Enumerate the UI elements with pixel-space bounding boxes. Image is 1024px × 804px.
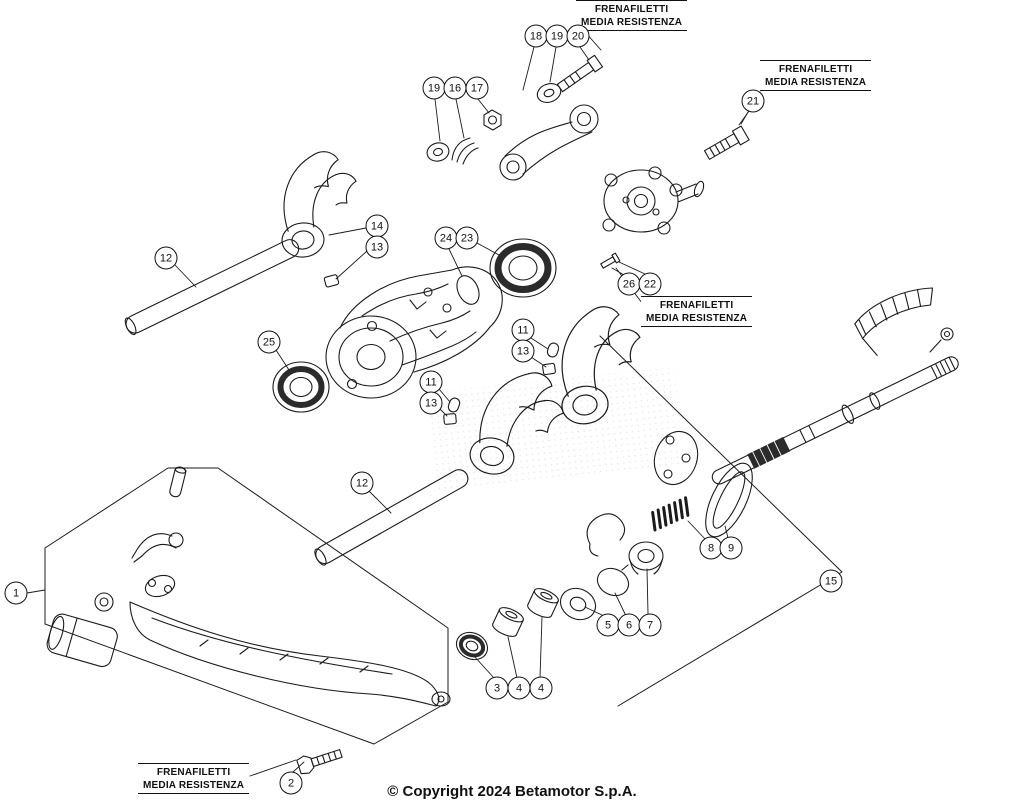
callout-23: 23 xyxy=(455,226,479,250)
callout-4: 4 xyxy=(507,676,531,700)
fork-pad-13-upper xyxy=(323,274,340,288)
thread-lock-label-line1: FRENAFILETTI xyxy=(594,4,669,15)
bolt-20 xyxy=(556,54,604,93)
callout-9: 9 xyxy=(719,536,743,560)
bolt-2 xyxy=(296,749,343,775)
callout-3: 3 xyxy=(485,676,509,700)
callout-12: 12 xyxy=(350,471,374,495)
callout-19: 19 xyxy=(545,24,569,48)
return-spring-8 xyxy=(651,496,690,532)
callout-11: 11 xyxy=(419,370,443,394)
callout-21: 21 xyxy=(741,89,765,113)
shift-fork-shaft-left xyxy=(124,239,300,336)
shift-fork-upper xyxy=(274,148,363,260)
thread-lock-label-line2: MEDIA RESISTENZA xyxy=(143,780,245,791)
bushing-4b xyxy=(527,588,559,618)
fork-pin-11-center xyxy=(447,397,461,413)
fork-pin-11-right xyxy=(546,342,560,358)
thread-lock-label-line1: FRENAFILETTI xyxy=(156,767,231,778)
gear-pedal xyxy=(46,466,451,707)
callout-25: 25 xyxy=(257,330,281,354)
pawl-loop-arm xyxy=(705,462,753,538)
callout-26: 26 xyxy=(617,272,641,296)
callout-4: 4 xyxy=(529,676,553,700)
thread-lock-label-line2: MEDIA RESISTENZA xyxy=(646,313,748,324)
seal-24 xyxy=(456,275,480,305)
callout-18: 18 xyxy=(524,24,548,48)
callout-5: 5 xyxy=(596,613,620,637)
callout-13: 13 xyxy=(511,339,535,363)
callout-11: 11 xyxy=(511,318,535,342)
flat-washer-5 xyxy=(559,587,597,621)
washer-19-top xyxy=(536,83,562,103)
callout-13: 13 xyxy=(419,391,443,415)
shaft-guide-arm xyxy=(929,327,954,353)
cam-segment-plate xyxy=(602,166,705,235)
thread-lock-label-top-center: FRENAFILETTI MEDIA RESISTENZA xyxy=(576,0,688,31)
callout-20: 20 xyxy=(566,24,590,48)
thread-lock-label-mid-right: FRENAFILETTI MEDIA RESISTENZA xyxy=(641,296,753,327)
callout-24: 24 xyxy=(434,226,458,250)
ratchet-group-boundary xyxy=(599,335,843,707)
nut-17 xyxy=(483,109,502,131)
bearing-23 xyxy=(489,238,557,298)
callout-15: 15 xyxy=(819,569,843,593)
background-stipple xyxy=(425,367,685,493)
thread-lock-label-line1: FRENAFILETTI xyxy=(778,64,853,75)
selector-comb xyxy=(854,287,934,356)
thread-lock-label-line2: MEDIA RESISTENZA xyxy=(581,17,683,28)
callout-8: 8 xyxy=(699,536,723,560)
copyright-text: © Copyright 2024 Betamotor S.p.A. xyxy=(387,783,637,800)
callout-7: 7 xyxy=(638,613,662,637)
screw-22 xyxy=(600,252,621,269)
ratchet-plate xyxy=(653,430,699,486)
clip-hook-wire xyxy=(586,513,626,557)
bushing-4a xyxy=(492,607,524,637)
callout-22: 22 xyxy=(638,272,662,296)
callout-14: 14 xyxy=(365,214,389,238)
thread-lock-label-bottom-left: FRENAFILETTI MEDIA RESISTENZA xyxy=(138,763,250,794)
washer-19-left xyxy=(426,142,450,162)
bearing-25 xyxy=(272,361,330,413)
callout-1: 1 xyxy=(4,581,28,605)
gear-shift-shaft xyxy=(711,356,959,485)
pedal-spring xyxy=(131,533,177,563)
gear-linkage-arm xyxy=(499,104,599,181)
callout-17: 17 xyxy=(465,76,489,100)
callout-12: 12 xyxy=(154,246,178,270)
grooved-nut-3 xyxy=(455,631,489,661)
collar-7 xyxy=(628,541,664,575)
thread-lock-label-top-right: FRENAFILETTI MEDIA RESISTENZA xyxy=(760,60,872,91)
callout-6: 6 xyxy=(617,613,641,637)
fork-pad-13-right xyxy=(542,362,556,376)
thread-lock-label-line1: FRENAFILETTI xyxy=(659,300,734,311)
fork-pad-13-center xyxy=(443,413,457,425)
callout-16: 16 xyxy=(443,76,467,100)
callout-19: 19 xyxy=(422,76,446,100)
shift-drum xyxy=(325,266,503,399)
pedal-pin xyxy=(169,466,187,498)
spring-washer-6 xyxy=(596,564,630,597)
bolt-21 xyxy=(703,125,750,160)
callout-13: 13 xyxy=(365,235,389,259)
callout-2: 2 xyxy=(279,771,303,795)
thread-lock-label-line2: MEDIA RESISTENZA xyxy=(765,77,867,88)
spring-16 xyxy=(451,137,479,165)
